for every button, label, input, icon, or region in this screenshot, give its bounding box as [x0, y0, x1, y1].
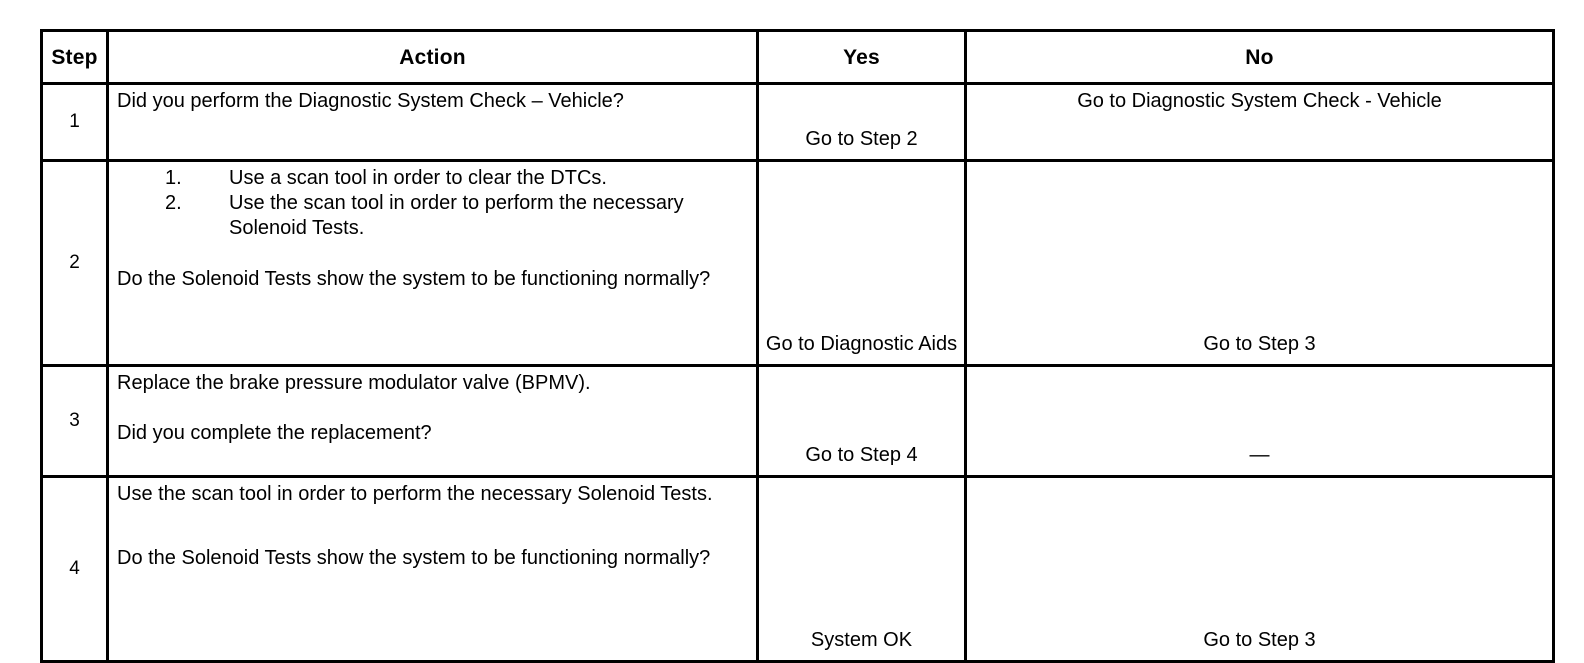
action-statement: Replace the brake pressure modulator val… — [117, 372, 591, 394]
yes-cell: Go to Step 2 — [756, 82, 967, 162]
step-number: 1 — [40, 82, 109, 162]
yes-cell: Go to Step 4 — [756, 364, 967, 478]
step-number: 4 — [40, 475, 109, 663]
table-body: 1 Did you perform the Diagnostic System … — [40, 82, 1555, 663]
table-row: 3 Replace the brake pressure modulator v… — [40, 364, 1555, 478]
column-header-no: No — [964, 29, 1555, 85]
no-cell: Go to Step 3 — [964, 159, 1555, 367]
action-cell: 1. Use a scan tool in order to clear the… — [106, 159, 759, 367]
step-number: 3 — [40, 364, 109, 478]
diagnostic-procedure-table: Step Action Yes No 1 Did you perform the… — [40, 29, 1555, 663]
list-item-text: Use the scan tool in order to perform th… — [229, 192, 684, 239]
table-row: 1 Did you perform the Diagnostic System … — [40, 82, 1555, 162]
vertical-spacer — [117, 395, 750, 421]
action-question: Do the Solenoid Tests show the system to… — [117, 547, 711, 570]
action-question: Do the Solenoid Tests show the system to… — [117, 268, 711, 291]
vertical-spacer — [117, 506, 750, 546]
yes-cell: Go to Diagnostic Aids — [756, 159, 967, 367]
action-statement: Use the scan tool in order to perform th… — [117, 483, 713, 505]
column-header-step: Step — [40, 29, 109, 85]
action-cell: Replace the brake pressure modulator val… — [106, 364, 759, 478]
column-header-yes: Yes — [756, 29, 967, 85]
vertical-spacer — [117, 241, 750, 267]
action-text: Did you perform the Diagnostic System Ch… — [117, 90, 624, 112]
step-number: 2 — [40, 159, 109, 367]
table-row: 4 Use the scan tool in order to perform … — [40, 475, 1555, 663]
action-question: Did you complete the replacement? — [117, 422, 432, 445]
action-cell: Did you perform the Diagnostic System Ch… — [106, 82, 759, 162]
list-item-number: 1. — [165, 167, 182, 189]
diagnostic-table-page: Step Action Yes No 1 Did you perform the… — [40, 29, 1555, 663]
table-header-row: Step Action Yes No — [40, 29, 1555, 85]
list-item: 2. Use the scan tool in order to perform… — [117, 191, 750, 240]
list-item-number: 2. — [165, 192, 182, 215]
column-header-action: Action — [106, 29, 759, 85]
yes-cell: System OK — [756, 475, 967, 663]
table-row: 2 1. Use a scan tool in order to clear t… — [40, 159, 1555, 367]
action-cell: Use the scan tool in order to perform th… — [106, 475, 759, 663]
no-cell: — — [964, 364, 1555, 478]
list-item-text: Use a scan tool in order to clear the DT… — [229, 167, 607, 189]
action-numbered-list: 1. Use a scan tool in order to clear the… — [117, 166, 750, 240]
no-cell: Go to Diagnostic System Check - Vehicle — [964, 82, 1555, 162]
list-item: 1. Use a scan tool in order to clear the… — [117, 166, 750, 190]
no-cell: Go to Step 3 — [964, 475, 1555, 663]
table-header: Step Action Yes No — [40, 29, 1555, 85]
